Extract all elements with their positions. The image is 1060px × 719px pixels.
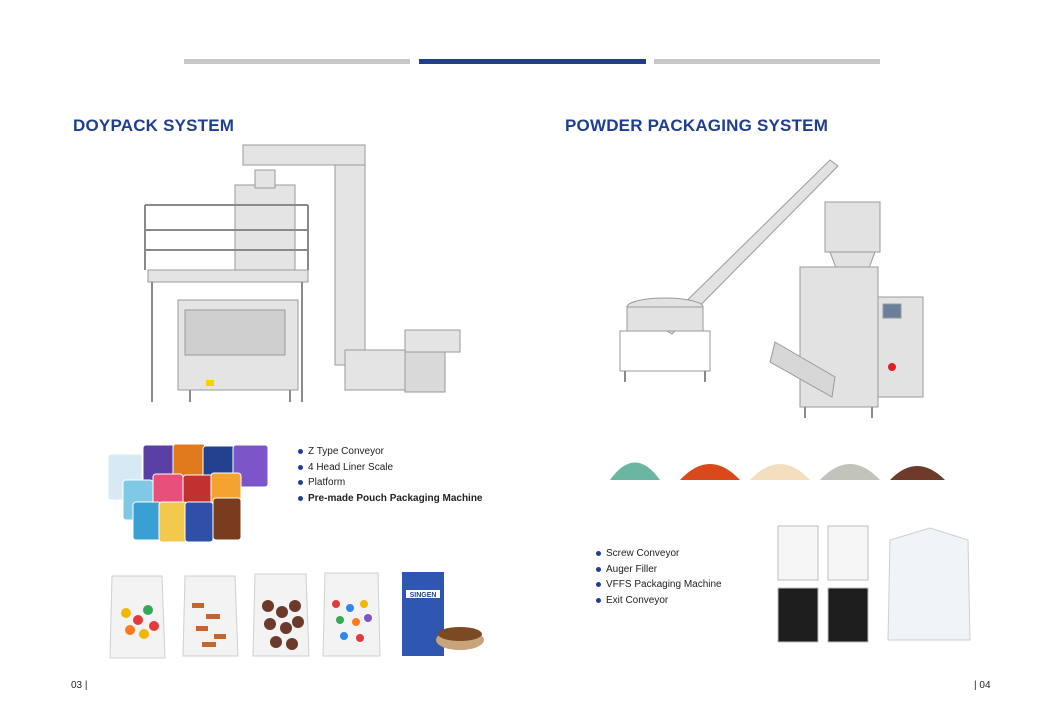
doypack-system-title: DOYPACK SYSTEM bbox=[73, 116, 235, 135]
feature-pre-made-pouch-machine: Pre-made Pouch Packaging Machine bbox=[298, 491, 483, 507]
feature-screw-conveyor: Screw Conveyor bbox=[596, 546, 722, 562]
powder-machine-image bbox=[619, 159, 924, 418]
pouch-pile-image bbox=[107, 443, 269, 543]
powder-samples-image bbox=[610, 462, 945, 480]
right-page-number: | 04 bbox=[974, 680, 991, 691]
left-page-number: 03 | bbox=[71, 680, 88, 691]
progress-segment-3 bbox=[654, 59, 880, 64]
powder-packaging-system-title: POWDER PACKAGING SYSTEM bbox=[565, 116, 829, 135]
doypack-feature-list: Z Type Conveyor 4 Head Liner Scale Platf… bbox=[298, 444, 483, 506]
feature-4-head-liner-scale: 4 Head Liner Scale bbox=[298, 460, 483, 476]
feature-exit-conveyor: Exit Conveyor bbox=[596, 593, 722, 609]
progress-segment-2-active bbox=[419, 59, 646, 64]
doypack-machine-image bbox=[144, 144, 461, 402]
powder-feature-list: Screw Conveyor Auger Filler VFFS Packagi… bbox=[596, 546, 722, 608]
feature-vffs-machine: VFFS Packaging Machine bbox=[596, 577, 722, 593]
product-pouches-row: SINGEN bbox=[109, 572, 484, 659]
feature-z-type-conveyor: Z Type Conveyor bbox=[298, 444, 483, 460]
powder-bags-image bbox=[777, 525, 971, 643]
feature-platform: Platform bbox=[298, 475, 483, 491]
feature-auger-filler: Auger Filler bbox=[596, 562, 722, 578]
pouch-brand-label: SINGEN bbox=[410, 592, 437, 599]
progress-segment-1 bbox=[184, 59, 410, 64]
